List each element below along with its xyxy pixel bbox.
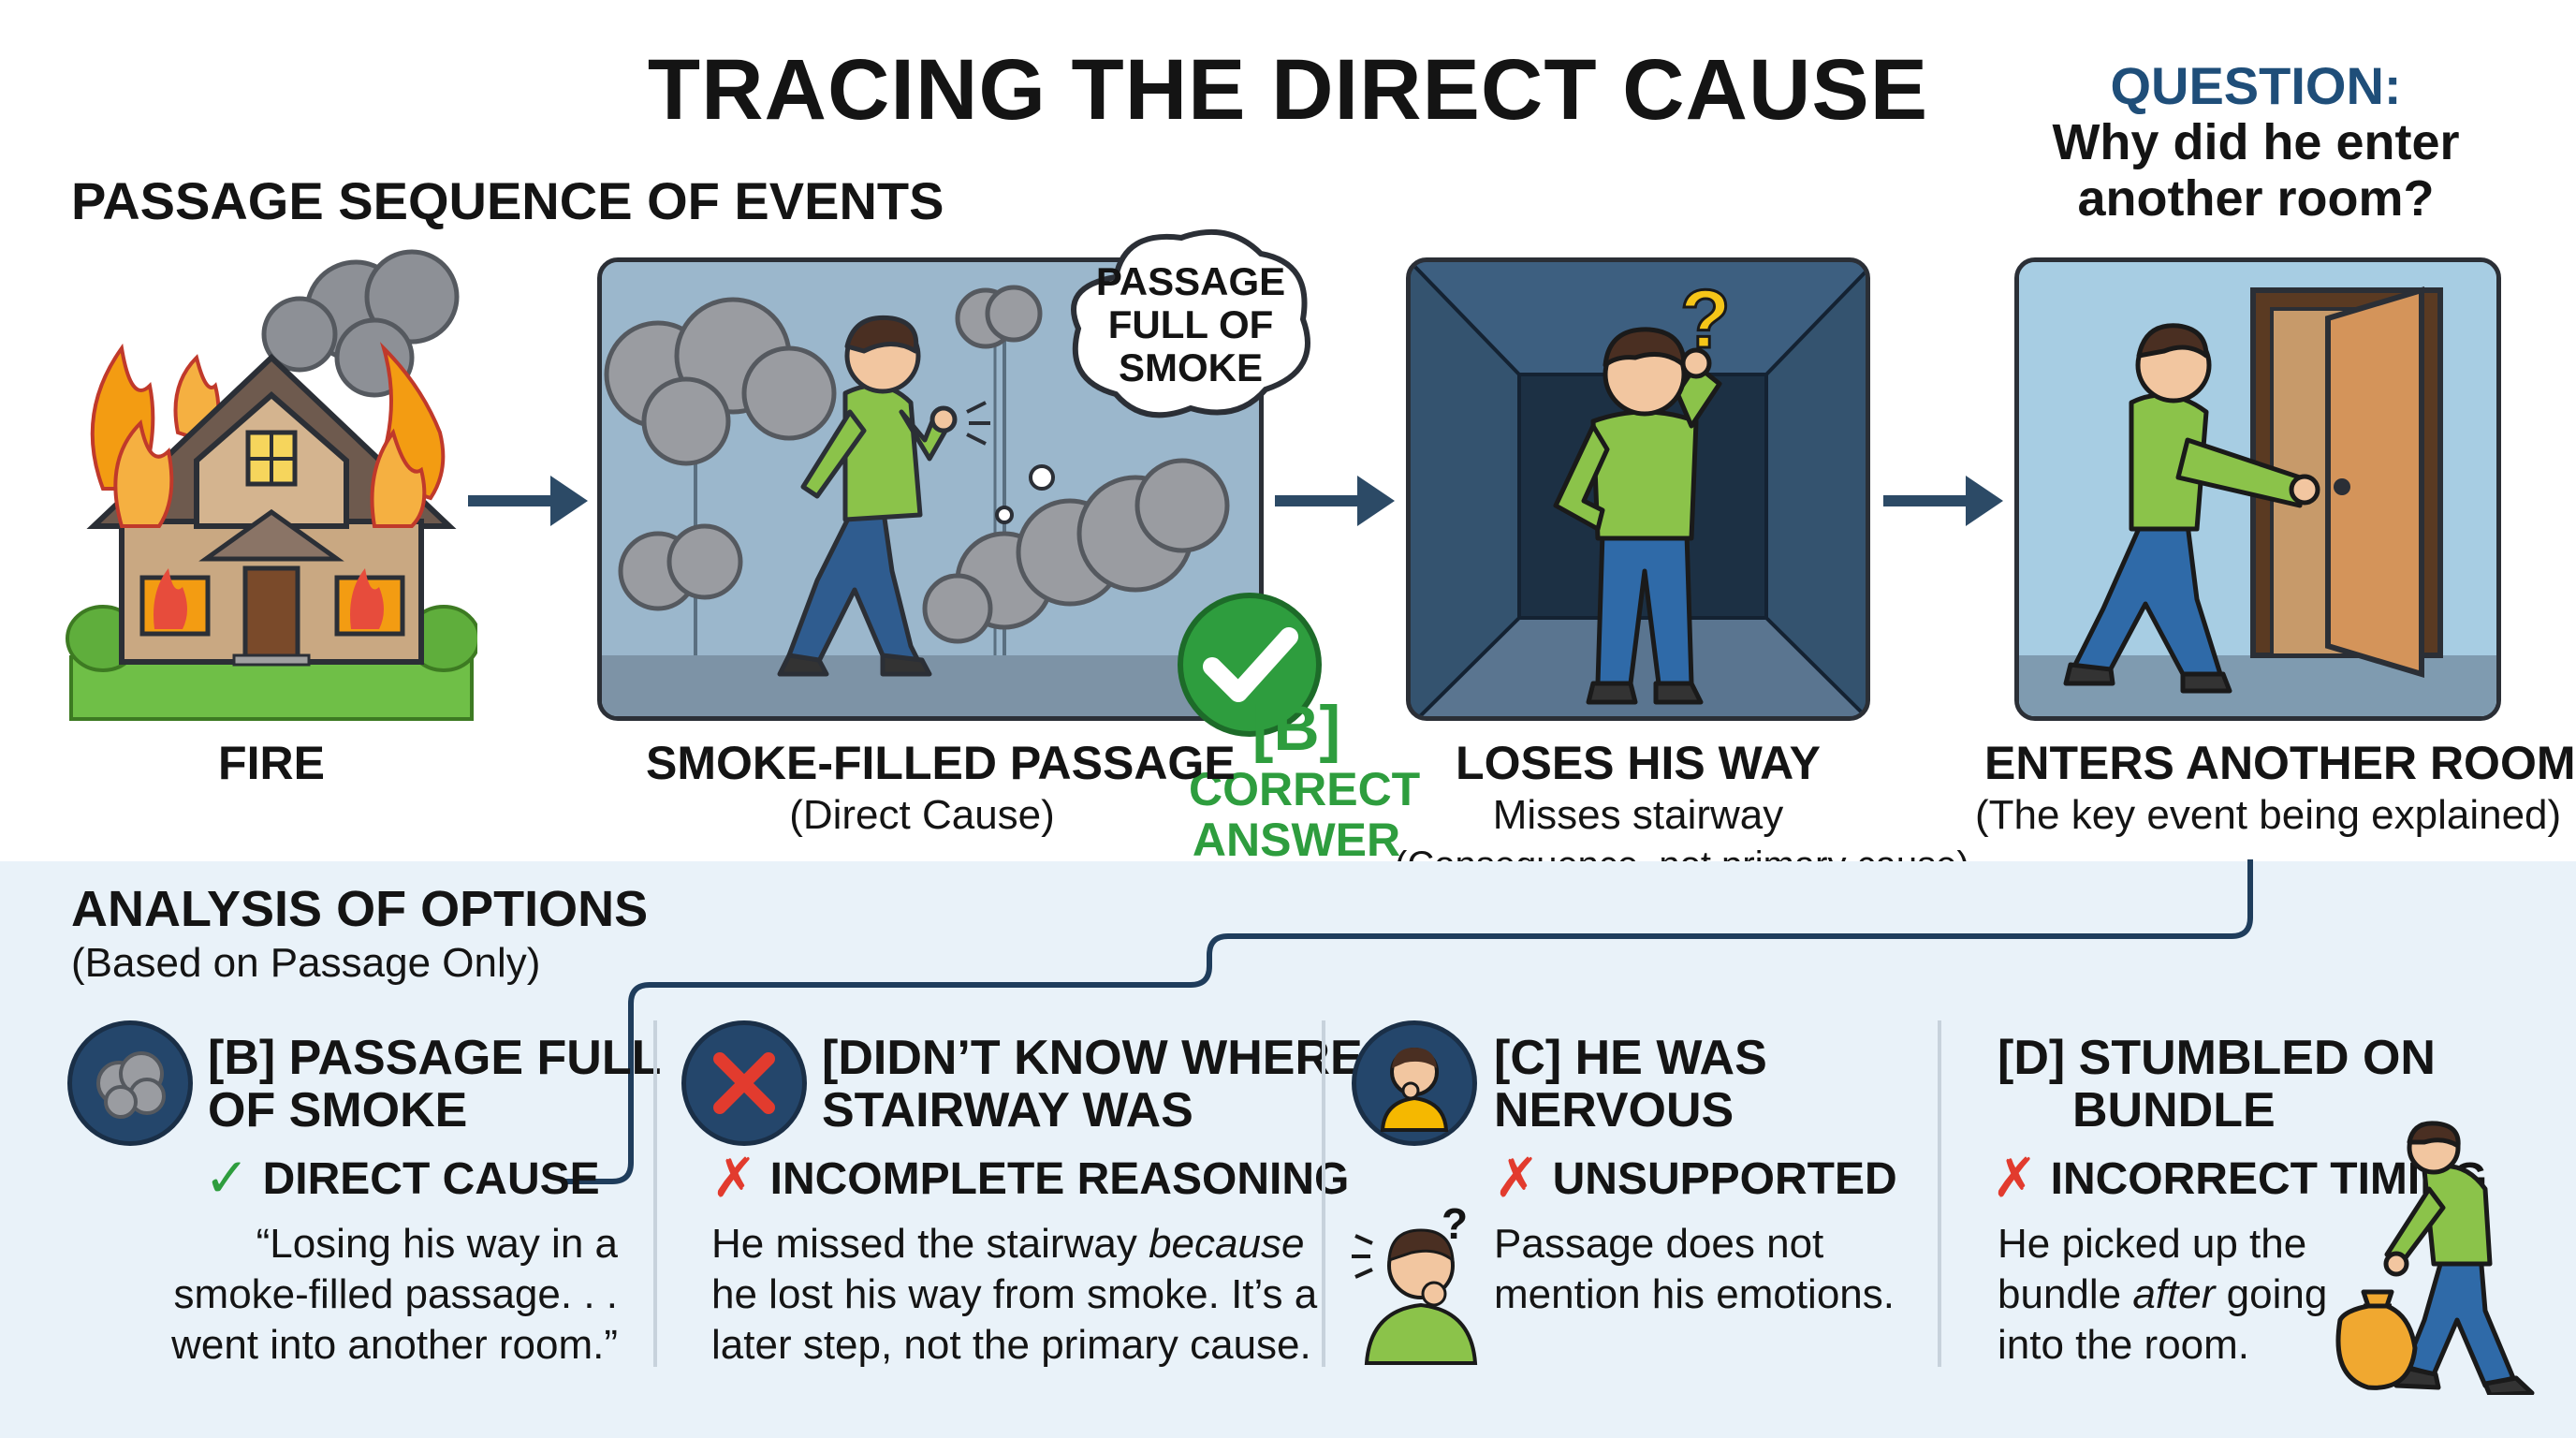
step-title-smoke: SMOKE-FILLED PASSAGE xyxy=(646,737,1236,789)
desc-line: into the room. xyxy=(1998,1322,2250,1368)
step-subtitle-smoke: (Direct Cause) xyxy=(789,792,1055,838)
enters-room-panel xyxy=(2014,257,2501,721)
option-title-line: BUNDLE xyxy=(2072,1083,2276,1137)
page-title: TRACING THE DIRECT CAUSE xyxy=(647,42,1929,138)
desc-line: bundle after going xyxy=(1998,1269,2353,1320)
desc-line: went into another room.” xyxy=(171,1322,618,1368)
option-divider xyxy=(1322,1020,1325,1367)
analysis-heading: ANALYSIS OF OPTIONS xyxy=(71,881,649,937)
option-c-title: [C] HE WAS NERVOUS xyxy=(1494,1032,1767,1137)
desc-line: mention his emotions. xyxy=(1494,1271,1895,1317)
sequence-heading: PASSAGE SEQUENCE OF EVENTS xyxy=(71,171,944,230)
analysis-section xyxy=(0,861,2576,1438)
step-subtitle-lost: Misses stairway xyxy=(1492,792,1784,838)
step-subtitle-room: (The key event being explained) xyxy=(1975,792,2562,838)
verdict-label: DIRECT CAUSE xyxy=(262,1153,600,1204)
nervous-person-icon xyxy=(1380,1048,1449,1132)
smoke-passage-illustration xyxy=(602,262,1259,716)
desc-emphasis: after xyxy=(2132,1271,2216,1317)
option-title-line: STAIRWAY WAS xyxy=(822,1083,1193,1137)
question-line: Why did he enter xyxy=(2052,114,2460,170)
arrow-right-icon xyxy=(1275,476,1395,526)
x-icon: ✗ xyxy=(1494,1148,1540,1209)
step-title-lost: LOSES HIS WAY xyxy=(1456,737,1821,789)
thought-line: SMOKE xyxy=(1118,345,1263,389)
option-title-line: NERVOUS xyxy=(1494,1083,1734,1137)
question-mark-icon: ? xyxy=(1442,1199,1469,1248)
desc-text: bundle xyxy=(1998,1271,2133,1317)
smoke-passage-panel xyxy=(597,257,1264,721)
correct-option: [B] xyxy=(1251,693,1341,764)
desc-text: going xyxy=(2215,1271,2328,1317)
verdict-label: INCOMPLETE REASONING xyxy=(769,1153,1350,1204)
thought-line: PASSAGE xyxy=(1095,259,1286,303)
verdict-label: UNSUPPORTED xyxy=(1552,1153,1897,1204)
desc-line: he lost his way from smoke. It’s a xyxy=(711,1271,1318,1317)
smoke-icon xyxy=(96,1051,166,1119)
thought-bubble xyxy=(1071,228,1310,418)
desc-line: Passage does not xyxy=(1494,1221,1824,1267)
desc-text: He missed the stairway xyxy=(711,1221,1149,1267)
option-b-verdict: ✓ DIRECT CAUSE xyxy=(204,1152,600,1206)
desc-line: “Losing his way in a xyxy=(256,1221,618,1267)
desc-line: He missed the stairway because xyxy=(711,1219,1329,1269)
option-a-title: [DIDN’T KNOW WHERE STAIRWAY WAS xyxy=(822,1032,1363,1137)
option-d-title: [D] STUMBLED ON BUNDLE xyxy=(1998,1032,2503,1137)
question-text: Why did he enter another room? xyxy=(2012,114,2499,227)
correct-label: CORRECT xyxy=(1189,763,1421,815)
smoke-option-icon xyxy=(67,1020,193,1146)
option-title-line: [DIDN’T KNOW WHERE xyxy=(822,1031,1363,1085)
option-divider xyxy=(1938,1020,1941,1367)
burning-house-illustration xyxy=(66,249,477,721)
lost-hallway-panel xyxy=(1406,257,1870,721)
correct-label: ANSWER xyxy=(1192,814,1401,866)
option-c-verdict: ✗ UNSUPPORTED xyxy=(1494,1152,1897,1206)
question-block: QUESTION: Why did he enter another room? xyxy=(2012,58,2499,227)
check-icon xyxy=(1178,593,1322,737)
option-title-line: [D] STUMBLED ON xyxy=(1998,1031,2436,1085)
option-title-line: [B] PASSAGE FULL xyxy=(208,1031,662,1085)
desc-line: He picked up the xyxy=(1998,1221,2307,1267)
check-icon: ✓ xyxy=(204,1148,250,1209)
correct-answer-badge: [B] CORRECT ANSWER xyxy=(1189,693,1421,866)
x-icon: ✗ xyxy=(711,1148,757,1209)
x-icon: ✗ xyxy=(1992,1148,2038,1209)
option-divider xyxy=(653,1020,657,1367)
nervous-option-icon xyxy=(1352,1020,1477,1146)
option-b-description: “Losing his way in a smoke-filled passag… xyxy=(131,1219,618,1371)
arrow-right-icon xyxy=(1883,476,2003,526)
step-title-fire: FIRE xyxy=(218,737,325,789)
desc-line: smoke-filled passage. . . xyxy=(173,1271,618,1317)
option-a-verdict: ✗ INCOMPLETE REASONING xyxy=(711,1152,1349,1206)
question-line: another room? xyxy=(2077,170,2435,227)
option-d-description: He picked up the bundle after going into… xyxy=(1998,1219,2353,1371)
option-c-description: Passage does not mention his emotions. xyxy=(1494,1219,1925,1320)
desc-emphasis: because xyxy=(1149,1221,1305,1267)
question-mark-icon: ? xyxy=(1679,271,1733,367)
enters-room-illustration xyxy=(2019,262,2496,716)
thought-line: FULL OF xyxy=(1107,302,1274,346)
option-a-description: He missed the stairway because he lost h… xyxy=(711,1219,1329,1371)
wrong-option-icon xyxy=(681,1020,807,1146)
person-picking-bundle-illustration xyxy=(2335,1121,2535,1395)
option-b-title: [B] PASSAGE FULL OF SMOKE xyxy=(208,1032,661,1137)
question-label: QUESTION: xyxy=(2110,56,2402,115)
arrow-right-icon xyxy=(468,476,588,526)
analysis-subheading: (Based on Passage Only) xyxy=(71,940,541,986)
step-title-room: ENTERS ANOTHER ROOM xyxy=(1984,737,2576,789)
desc-line: later step, not the primary cause. xyxy=(711,1322,1311,1368)
thought-bubble-text: PASSAGE FULL OF SMOKE xyxy=(1069,260,1312,389)
option-title-line: [C] HE WAS xyxy=(1494,1031,1767,1085)
lost-hallway-illustration xyxy=(1411,262,1866,716)
x-icon xyxy=(713,1052,775,1114)
option-title-line: OF SMOKE xyxy=(208,1083,468,1137)
confused-person-illustration xyxy=(1352,1228,1478,1365)
